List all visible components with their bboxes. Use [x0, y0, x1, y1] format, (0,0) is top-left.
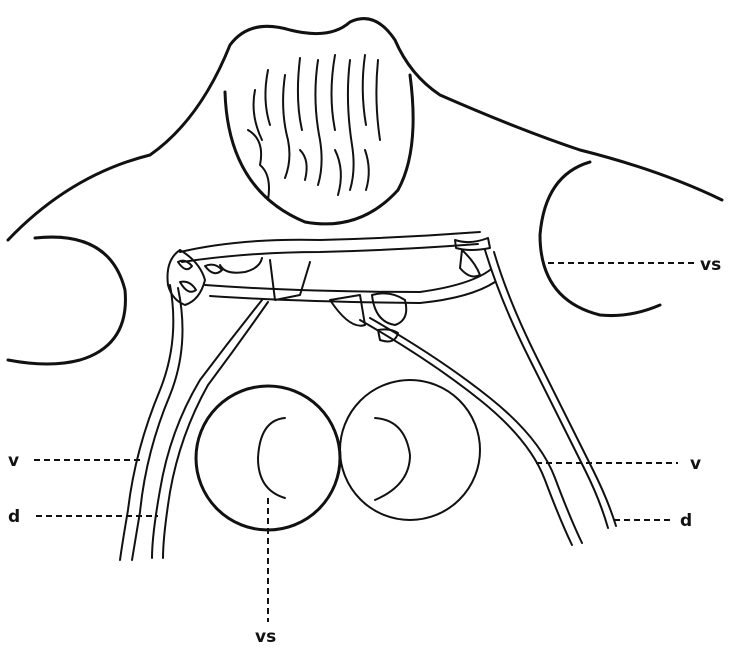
label-d-right: d: [680, 511, 692, 531]
cell-mass: [225, 55, 413, 224]
label-d-left: d: [8, 507, 20, 527]
left-vesicle: [8, 237, 125, 364]
label-vs-right: vs: [700, 255, 721, 275]
label-vs-bottom: vs: [255, 627, 276, 647]
label-v-left: v: [8, 451, 19, 471]
label-v-right: v: [690, 454, 701, 474]
right-ducts: [360, 250, 616, 545]
right-ventral-vesicle: [340, 380, 480, 520]
central-bridge: [180, 232, 495, 341]
right-vesicle: [540, 162, 660, 316]
outer-outline: [8, 19, 722, 240]
left-ducts: [120, 285, 268, 560]
